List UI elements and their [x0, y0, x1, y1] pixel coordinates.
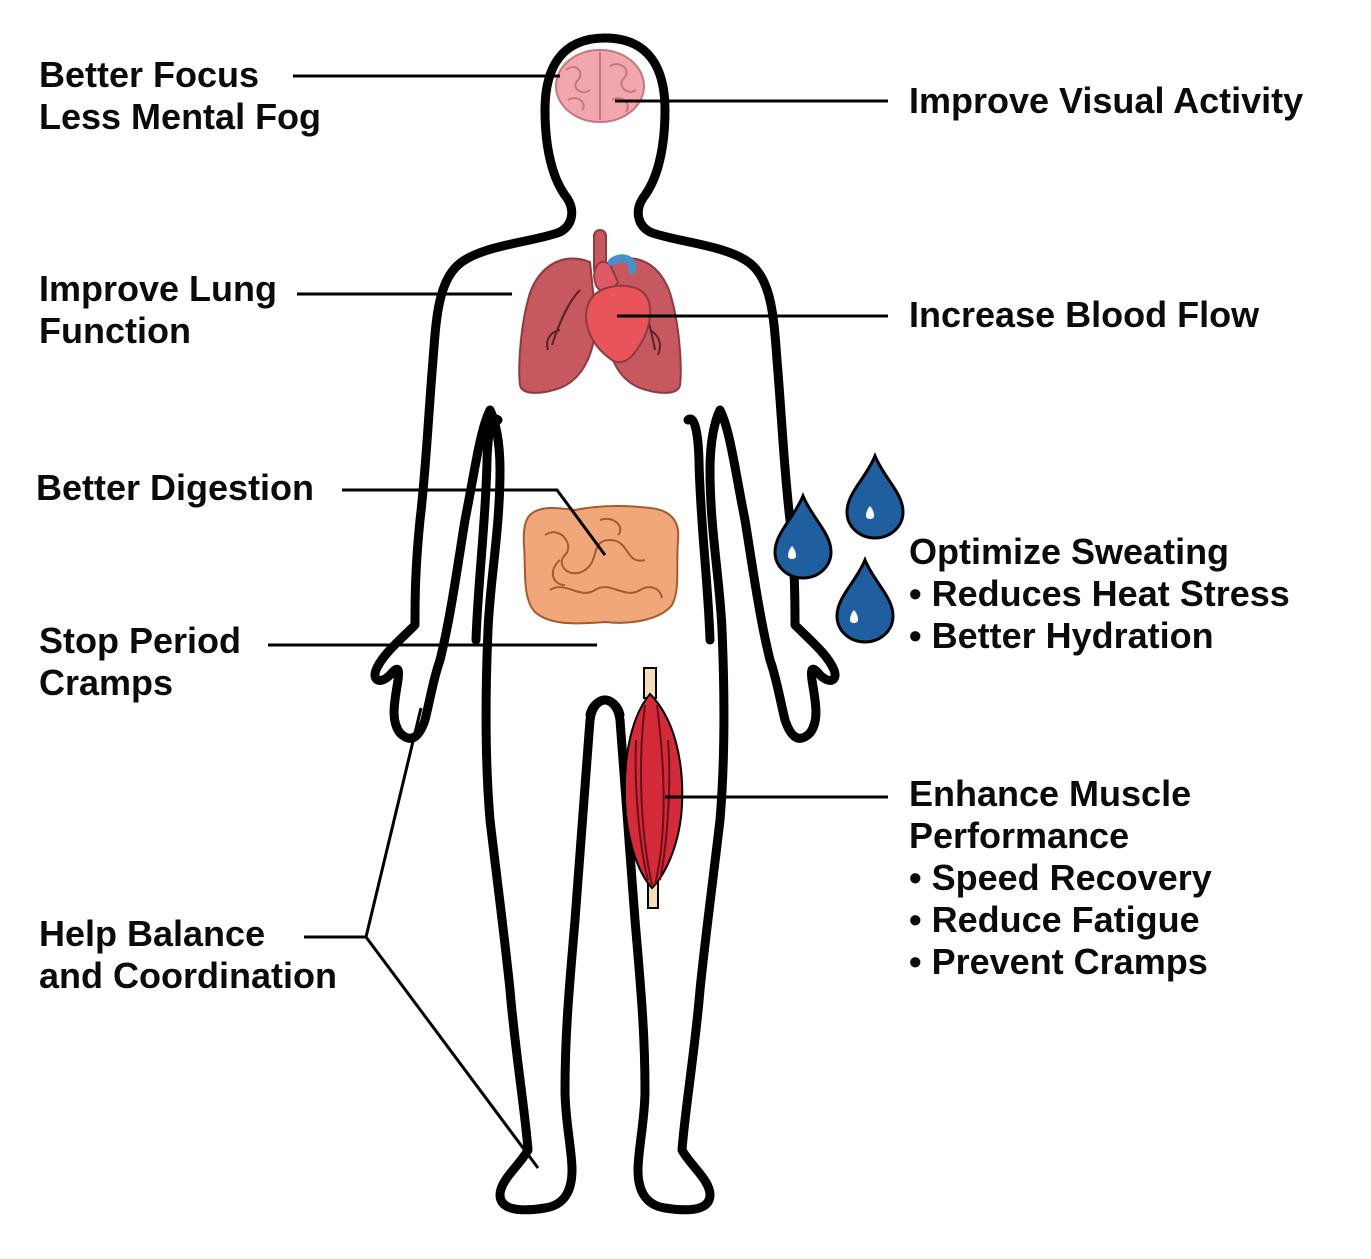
- leader-digestion: [342, 488, 607, 556]
- label-line: Better Digestion: [36, 467, 315, 508]
- leader-balance: [304, 707, 423, 939]
- label-line: • Better Hydration: [909, 615, 1214, 656]
- label-lung-function: Improve Lung Function: [39, 268, 277, 352]
- label-line: Function: [39, 310, 191, 351]
- label-balance-coordination: Help Balance and Coordination: [39, 913, 337, 997]
- label-digestion: Better Digestion: [36, 467, 314, 509]
- label-better-focus: Better Focus Less Mental Fog: [39, 54, 321, 138]
- label-line: Increase Blood Flow: [909, 294, 1260, 335]
- label-blood-flow: Increase Blood Flow: [909, 294, 1259, 336]
- label-line: • Reduce Fatigue: [909, 899, 1200, 940]
- sweat-drop-icon: [773, 492, 833, 580]
- crotch-line: [585, 695, 625, 720]
- label-period-cramps: Stop Period Cramps: [39, 620, 241, 704]
- label-line: Better Focus: [39, 54, 260, 95]
- label-line: Performance: [909, 815, 1130, 856]
- intestines-icon: [522, 504, 680, 625]
- body-outline: [370, 33, 840, 1215]
- muscle-icon: [623, 667, 684, 909]
- label-line: • Speed Recovery: [909, 857, 1212, 898]
- label-line: and Coordination: [39, 955, 337, 996]
- label-line: • Reduces Heat Stress: [909, 573, 1290, 614]
- label-line: Stop Period: [39, 620, 242, 661]
- label-visual-activity: Improve Visual Activity: [909, 80, 1303, 122]
- sweat-drop-icon: [845, 452, 905, 540]
- label-line: Help Balance: [39, 913, 266, 954]
- sweat-drop-icon: [835, 556, 895, 644]
- brain-icon: [555, 49, 645, 123]
- leader-balance-foot: [364, 936, 540, 1169]
- label-line: Improve Lung: [39, 268, 278, 309]
- heart-icon: [585, 254, 652, 364]
- label-line: Enhance Muscle: [909, 773, 1192, 814]
- label-line: Optimize Sweating: [909, 531, 1230, 572]
- left-inner-arm-line: [471, 414, 503, 645]
- label-line: Cramps: [39, 662, 174, 703]
- label-optimize-sweating: Optimize Sweating • Reduces Heat Stress …: [909, 531, 1290, 657]
- label-line: Less Mental Fog: [39, 96, 322, 137]
- label-muscle-performance: Enhance Muscle Performance • Speed Recov…: [909, 773, 1212, 983]
- label-line: • Prevent Cramps: [909, 941, 1208, 982]
- leader-lines: [268, 74, 888, 1169]
- right-inner-arm-line: [683, 414, 715, 645]
- label-line: Improve Visual Activity: [909, 80, 1304, 121]
